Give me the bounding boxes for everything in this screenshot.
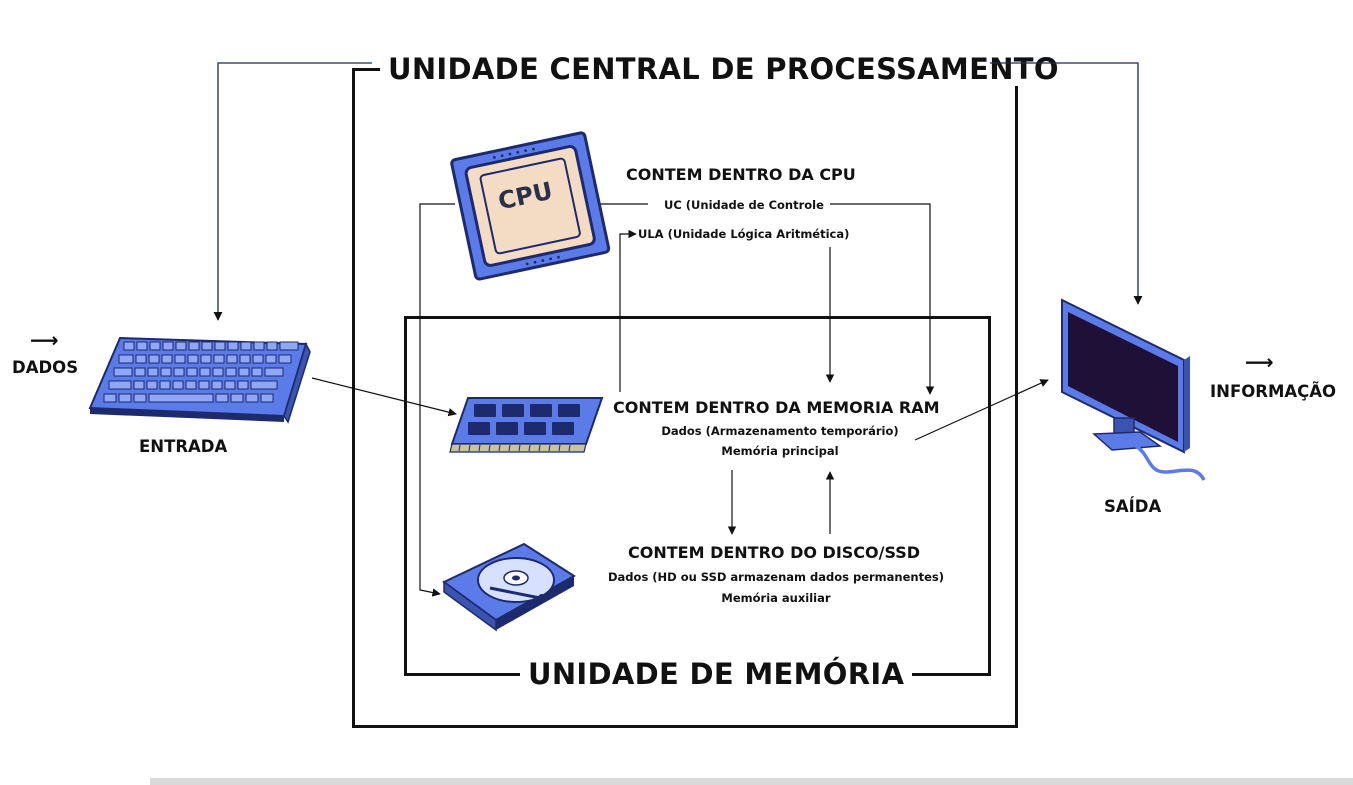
memory-unit-title: UNIDADE DE MEMÓRIA	[520, 657, 913, 691]
cpu-heading: CONTEM DENTRO DA CPU	[626, 165, 856, 184]
bottom-scrollbar[interactable]	[150, 778, 1353, 785]
uc-to-ram-arrow	[830, 203, 935, 395]
keyboard-to-ram-arrow	[311, 377, 457, 417]
ram-to-ula-arrow	[619, 229, 637, 392]
ram-line-principal: Memória principal	[721, 444, 839, 458]
disk-line-aux: Memória auxiliar	[721, 591, 831, 605]
connector-to-keyboard	[213, 62, 372, 321]
input-device-label: ENTRADA	[139, 437, 228, 456]
output-arrow-icon: ⟶	[1245, 350, 1274, 374]
ram-to-monitor-arrow	[914, 379, 1049, 441]
cpu-unit-title: UNIDADE CENTRAL DE PROCESSAMENTO	[380, 52, 1067, 86]
cpu-to-disk-arrow	[419, 203, 455, 597]
ram-heading: CONTEM DENTRO DA MEMORIA RAM	[613, 398, 940, 417]
output-device-label: SAÍDA	[1104, 497, 1162, 516]
input-data-label: DADOS	[12, 358, 79, 377]
input-arrow-icon: ⟶	[30, 328, 59, 352]
cpu-item-ula: ULA (Unidade Lógica Aritmética)	[638, 227, 850, 241]
output-info-label: INFORMAÇÃO	[1210, 382, 1337, 401]
connector-to-monitor	[990, 62, 1143, 305]
ram-line-data: Dados (Armazenamento temporário)	[661, 424, 899, 438]
cpu-item-uc: UC (Unidade de Controle	[664, 198, 824, 212]
disk-heading: CONTEM DENTRO DO DISCO/SSD	[628, 543, 921, 562]
disk-line-data: Dados (HD ou SSD armazenam dados permane…	[608, 570, 944, 584]
